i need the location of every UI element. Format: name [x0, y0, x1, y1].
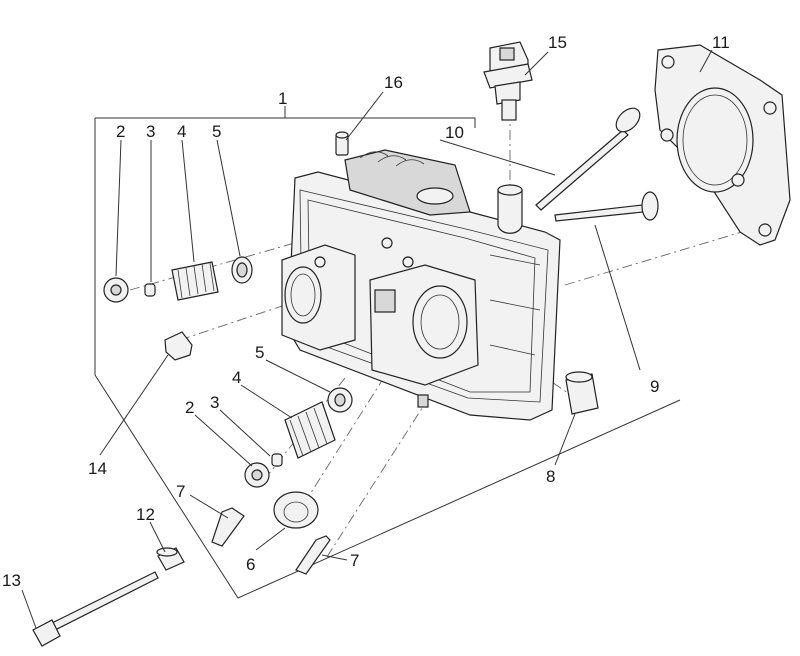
- part-6-seal-ring: [273, 491, 319, 529]
- part-13-bolt: [32, 571, 159, 647]
- label-5-upper: 5: [212, 122, 221, 141]
- lower-valve-train: [244, 387, 353, 488]
- label-1: 1: [278, 89, 287, 108]
- leader-lines: [21, 49, 713, 629]
- label-9: 9: [650, 377, 659, 396]
- label-8: 8: [546, 467, 555, 486]
- label-3-upper: 3: [146, 122, 155, 141]
- label-2-upper: 2: [116, 122, 125, 141]
- label-11: 11: [712, 33, 730, 52]
- part-15-temperature-sensor: [483, 41, 533, 121]
- label-10: 10: [445, 123, 464, 142]
- callout-labels: 1 2 3 4 5 16 15 11 10 9 8 14 5 4 3 2 7 1…: [2, 33, 730, 590]
- label-16: 16: [384, 73, 403, 92]
- label-4-lower: 4: [232, 368, 241, 387]
- cylinder-head: [281, 149, 561, 421]
- part-8-sleeve: [565, 371, 599, 415]
- part-12-bushing: [156, 547, 185, 571]
- label-5-lower: 5: [255, 343, 264, 362]
- label-6: 6: [246, 555, 255, 574]
- label-13: 13: [2, 571, 21, 590]
- part-7-pins: [211, 507, 331, 575]
- upper-valve-train: [103, 256, 253, 303]
- label-4-upper: 4: [177, 122, 186, 141]
- label-7-right: 7: [350, 551, 359, 570]
- part-11-head-gasket: [654, 44, 791, 246]
- part-14-cap: [164, 331, 193, 361]
- part-16-dowel: [335, 131, 349, 156]
- label-14: 14: [88, 459, 107, 478]
- part-10-valves: [535, 107, 659, 222]
- label-2-lower: 2: [185, 398, 194, 417]
- label-12: 12: [136, 505, 155, 524]
- assembly-boundary: [94, 106, 681, 599]
- label-7-left: 7: [176, 482, 185, 501]
- label-15: 15: [548, 33, 567, 52]
- label-3-lower: 3: [210, 393, 219, 412]
